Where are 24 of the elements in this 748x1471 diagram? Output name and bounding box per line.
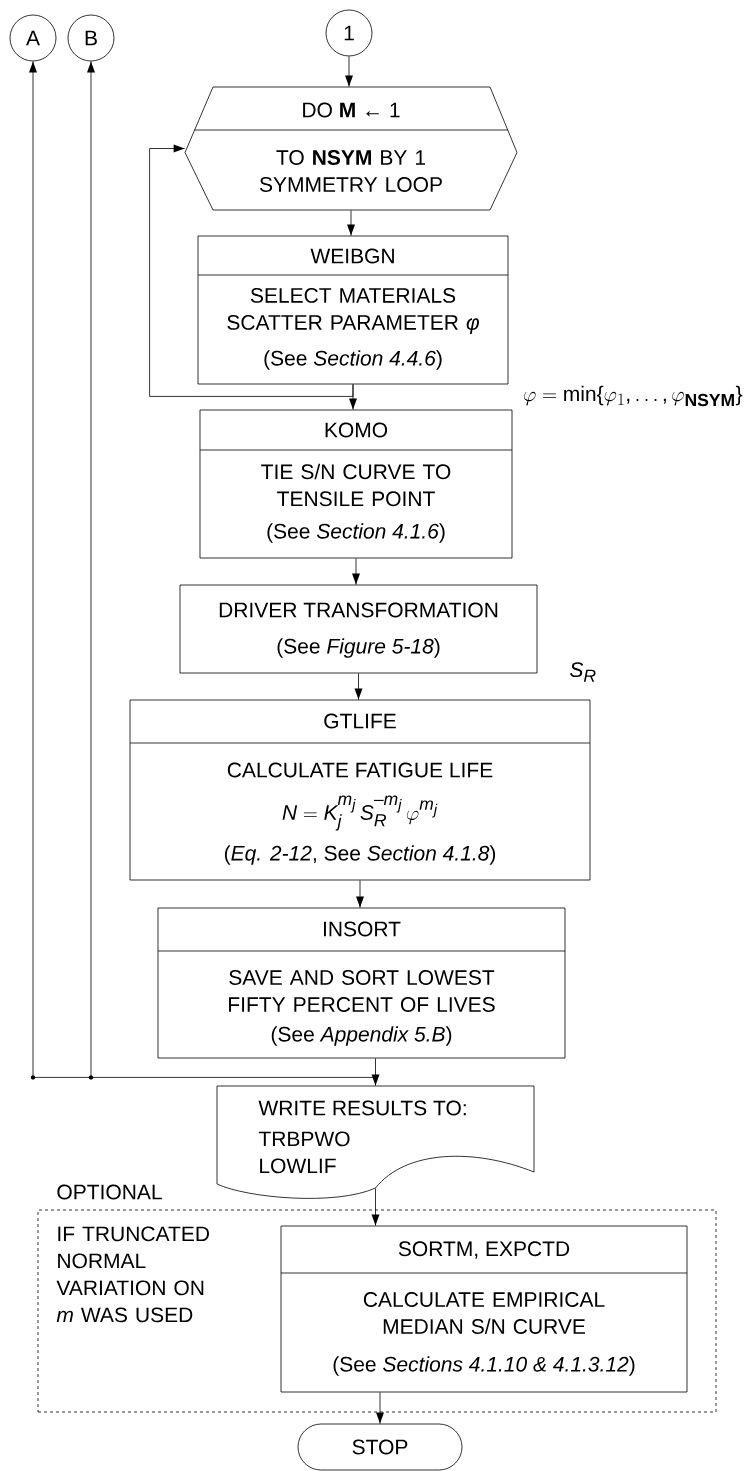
arrow [349,384,357,410]
arrow [376,1392,384,1424]
arrow [30,1058,376,1080]
arrow [354,673,363,700]
terminal-box: STOP [297,1423,463,1471]
process-box: KOMO TIE S/N CURVE TO TENSILE POINT (See Section 4.1.6) [199,409,513,559]
arrow [371,1188,380,1226]
loop-hexagon: DO M ← 1 TO NSYM BY 1 SYMMETRY LOOP [184,86,518,211]
process-box: SORTM, EXPCTD CALCULATE EMPIRICAL MEDIAN S/N CURVE (See Sections 4.1.10 & 4.1.3.12) [280,1225,688,1393]
process-box: INSORT SAVE AND SORT LOWEST FIFTY PERCENT OF LIVES (See Appendix 5.B) [157,907,566,1059]
process-box: WEIBGN SELECT MATERIALS SCATTER PARAMETER φ (See Section 4.4.6) [197,235,509,385]
arrow [345,56,353,87]
process-box: DRIVER TRANSFORMATION (See Figure 5-18) [179,584,538,674]
node-label: OPTIONAL [57,1184,162,1200]
arrow [356,880,364,908]
arrow [371,1074,380,1086]
process-box: GTLIFE CALCULATE FATIGUE LIFE $N = K_j^{m_j}\,S_R^{-m_j}\,\varphi^{m_j}$ (Eq. 2-12, See Section 4.1.8) [129,699,591,881]
formula-label: $S_R$ [570,662,596,682]
arrow [352,558,360,585]
arrow [149,144,354,397]
arrow [87,61,95,1078]
arrow [29,61,37,1078]
formula-label: $\varphi = \min\{\varphi_1,\ldots,\varphi_{\mathbf{NSYM}}\}$ [524,385,743,407]
arrow [347,210,355,236]
